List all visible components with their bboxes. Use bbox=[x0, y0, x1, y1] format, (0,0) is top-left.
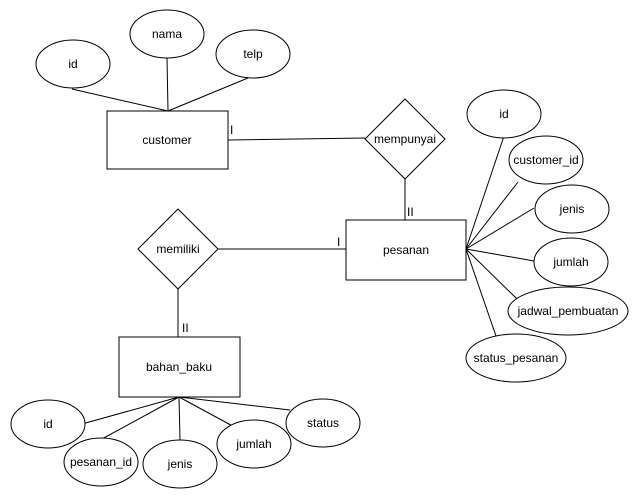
attribute-pesanan-status_pesanan[interactable]: status_pesanan bbox=[465, 333, 567, 383]
edge-bahan_baku-jenis bbox=[178, 396, 181, 441]
edge-bahan_baku-id bbox=[81, 396, 180, 425]
attribute-bahan_baku-pesanan_id[interactable]: pesanan_id bbox=[63, 437, 139, 487]
edge-pesanan-customer_id bbox=[465, 181, 519, 250]
edge-customer-mempunyai bbox=[227, 137, 366, 141]
edge-pesanan-status_pesanan bbox=[465, 248, 497, 337]
entity-bahan_baku[interactable]: bahan_baku bbox=[118, 336, 241, 398]
attribute-label: telp bbox=[243, 47, 263, 61]
attribute-label: jenis bbox=[559, 202, 585, 216]
relationship-label: mempunyai bbox=[374, 132, 436, 146]
attribute-pesanan-jenis[interactable]: jenis bbox=[534, 184, 610, 234]
edge-bahan_baku-status bbox=[178, 396, 291, 411]
entity-pesanan[interactable]: pesanan bbox=[345, 219, 467, 281]
relationship-mempunyai[interactable]: mempunyai bbox=[364, 98, 446, 180]
relationship-label: memiliki bbox=[156, 242, 199, 256]
attribute-label: status bbox=[307, 416, 339, 430]
edge-customer-id bbox=[71, 88, 169, 112]
edge-pesanan-jadwal_pembuatan bbox=[465, 248, 519, 301]
attribute-pesanan-jadwal_pembuatan[interactable]: jadwal_pembuatan bbox=[507, 286, 629, 336]
edge-pesanan-id bbox=[465, 135, 505, 250]
attribute-bahan_baku-id[interactable]: id bbox=[10, 399, 86, 449]
attribute-label: customer_id bbox=[513, 153, 578, 167]
attribute-label: jenis bbox=[167, 457, 193, 471]
connectors bbox=[71, 57, 535, 441]
attribute-customer-id[interactable]: id bbox=[35, 39, 111, 89]
attribute-bahan_baku-jumlah[interactable]: jumlah bbox=[216, 419, 292, 469]
edge-customer-telp bbox=[167, 77, 249, 112]
attribute-label: pesanan_id bbox=[70, 455, 132, 469]
attribute-customer-nama[interactable]: nama bbox=[129, 9, 205, 59]
entity-label: bahan_baku bbox=[146, 360, 212, 374]
attribute-label: id bbox=[499, 107, 508, 121]
attribute-label: jumlah bbox=[552, 255, 588, 269]
edge-pesanan-jumlah bbox=[465, 248, 535, 262]
cardinality-bahan_baku-memiliki: II bbox=[182, 321, 189, 335]
attribute-label: status_pesanan bbox=[474, 351, 559, 365]
cardinality-pesanan-mempunyai: II bbox=[407, 205, 414, 219]
cardinality-pesanan-memiliki: I bbox=[337, 235, 340, 249]
cardinality-customer-mempunyai: I bbox=[230, 123, 233, 137]
attribute-label: jadwal_pembuatan bbox=[517, 304, 619, 318]
attribute-label: nama bbox=[152, 27, 182, 41]
attribute-label: id bbox=[43, 417, 52, 431]
attribute-bahan_baku-jenis[interactable]: jenis bbox=[142, 439, 218, 489]
edge-pesanan-jenis bbox=[465, 207, 535, 250]
edge-customer-nama bbox=[166, 57, 169, 112]
attribute-pesanan-id[interactable]: id bbox=[466, 89, 542, 139]
edge-bahan_baku-jumlah bbox=[178, 396, 241, 431]
entity-customer[interactable]: customer bbox=[106, 110, 229, 170]
attribute-bahan_baku-status[interactable]: status bbox=[285, 398, 361, 448]
entity-label: pesanan bbox=[383, 243, 429, 257]
relationship-memiliki[interactable]: memiliki bbox=[137, 208, 219, 290]
entity-label: customer bbox=[142, 133, 191, 147]
attribute-pesanan-jumlah[interactable]: jumlah bbox=[533, 237, 609, 287]
attribute-label: id bbox=[68, 57, 77, 71]
attribute-label: jumlah bbox=[235, 437, 271, 451]
edge-bahan_baku-pesanan_id bbox=[99, 396, 180, 441]
attribute-pesanan-customer_id[interactable]: customer_id bbox=[508, 135, 584, 185]
attribute-customer-telp[interactable]: telp bbox=[215, 29, 291, 79]
